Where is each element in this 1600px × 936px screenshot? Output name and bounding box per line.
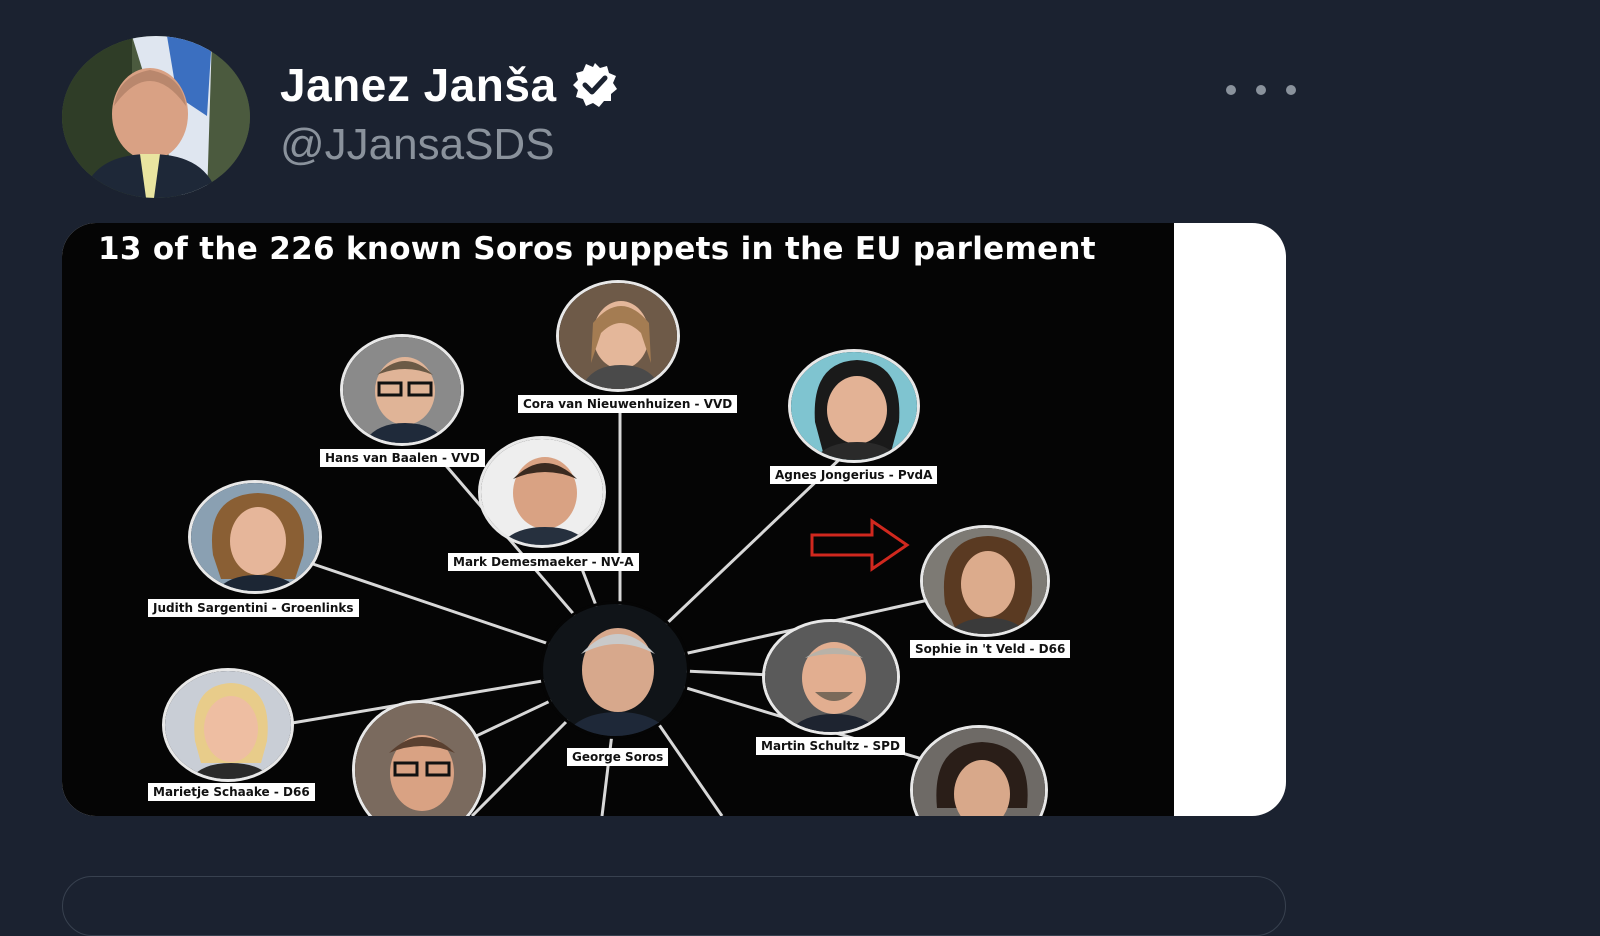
portrait-agnes — [788, 349, 920, 463]
red-arrow-icon — [810, 518, 910, 572]
label-cora: Cora van Nieuwenhuizen - VVD — [518, 395, 738, 413]
next-tweet-card[interactable] — [62, 876, 1286, 936]
label-hans: Hans van Baalen - VVD — [320, 449, 485, 467]
portrait-unlabeled-right — [910, 725, 1048, 816]
portrait-unlabeled-left — [352, 700, 486, 816]
portrait-mark — [478, 436, 606, 548]
author-avatar[interactable] — [62, 36, 250, 198]
media-image: 13 of the 226 known Soros puppets in the… — [62, 223, 1174, 816]
portrait-sophie — [920, 525, 1050, 637]
label-george: George Soros — [567, 748, 669, 766]
portrait-george — [540, 601, 690, 739]
display-name-text: Janez Janša — [280, 59, 557, 111]
label-marietje: Marietje Schaake - D66 — [148, 783, 315, 801]
portrait-cora — [556, 280, 680, 392]
label-martin: Martin Schultz - SPD — [756, 737, 905, 755]
portrait-hans — [340, 334, 464, 446]
label-sophie: Sophie in 't Veld - D66 — [910, 640, 1071, 658]
tweet-media[interactable]: 13 of the 226 known Soros puppets in the… — [62, 223, 1286, 816]
label-agnes: Agnes Jongerius - PvdA — [770, 466, 938, 484]
portrait-martin — [762, 619, 900, 735]
portrait-marietje — [162, 668, 294, 782]
avatar-photo — [62, 36, 250, 198]
author-display-name[interactable]: Janez Janša — [280, 58, 619, 112]
portrait-judith — [188, 480, 322, 594]
verified-badge-icon — [572, 63, 617, 107]
author-handle[interactable]: @JJansaSDS — [280, 120, 555, 169]
image-title: 13 of the 226 known Soros puppets in the… — [98, 231, 1096, 267]
more-horizontal-icon[interactable] — [1226, 80, 1296, 100]
label-judith: Judith Sargentini - Groenlinks — [148, 599, 359, 617]
label-mark: Mark Demesmaeker - NV-A — [448, 553, 639, 571]
